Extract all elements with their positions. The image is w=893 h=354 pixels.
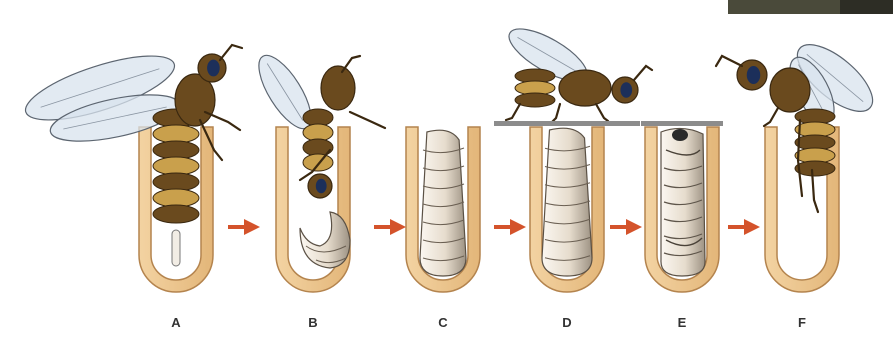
progression-arrow-1 <box>228 219 260 235</box>
stage-label-b: B <box>308 315 317 330</box>
stage-label-d: D <box>562 315 571 330</box>
progression-arrow-5 <box>728 219 760 235</box>
cell-cap-e <box>641 121 723 126</box>
stage-b-adult-feeding-larva <box>249 48 385 268</box>
stage-label-c: C <box>438 315 448 330</box>
stage-label-f: F <box>798 315 806 330</box>
stage-d-capped-larva-with-adult-on-top <box>494 19 652 276</box>
cell-cap-d <box>494 121 640 126</box>
stage-label-e: E <box>678 315 687 330</box>
stage-f-emerging-adult <box>716 33 883 212</box>
stage-label-a: A <box>171 315 181 330</box>
corner-photo-fragment <box>728 0 893 14</box>
progression-arrow-3 <box>494 219 526 235</box>
progression-arrow-4 <box>610 219 642 235</box>
progression-arrow-2 <box>374 219 406 235</box>
stage-c-larva <box>420 130 466 276</box>
